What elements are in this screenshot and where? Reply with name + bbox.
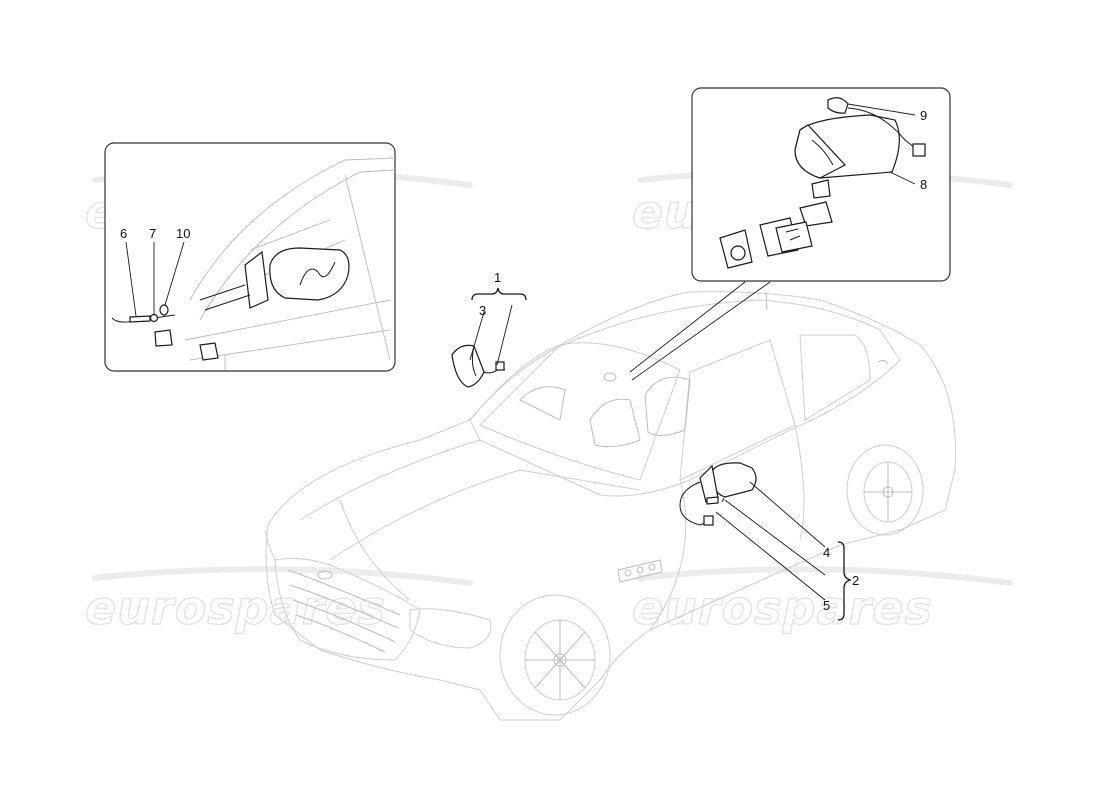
door-mirror-group: 4 5 2 — [679, 462, 859, 621]
inset-door-mirror: 6 7 10 — [104, 142, 396, 372]
car-outline — [264, 291, 957, 721]
callout-7: 7 — [149, 226, 156, 241]
interior-mirror-group: 1 3 — [451, 270, 527, 388]
callout-3: 3 — [479, 303, 486, 318]
callout-6: 6 — [120, 226, 127, 241]
watermark-bottom-right: eurospares — [632, 581, 933, 635]
callout-2: 2 — [852, 573, 859, 588]
screw-part — [129, 315, 151, 323]
callout-10: 10 — [176, 226, 190, 241]
callout-1: 1 — [494, 270, 501, 285]
cap-part — [159, 304, 169, 316]
callout-5: 5 — [823, 598, 830, 613]
callout-4: 4 — [823, 545, 830, 560]
watermark-bottom-left: eurospares — [85, 581, 386, 635]
washer-part — [149, 313, 159, 323]
callout-8: 8 — [920, 177, 927, 192]
inset-rearview-mirror: 9 8 — [629, 87, 951, 381]
callout-9: 9 — [920, 108, 927, 123]
